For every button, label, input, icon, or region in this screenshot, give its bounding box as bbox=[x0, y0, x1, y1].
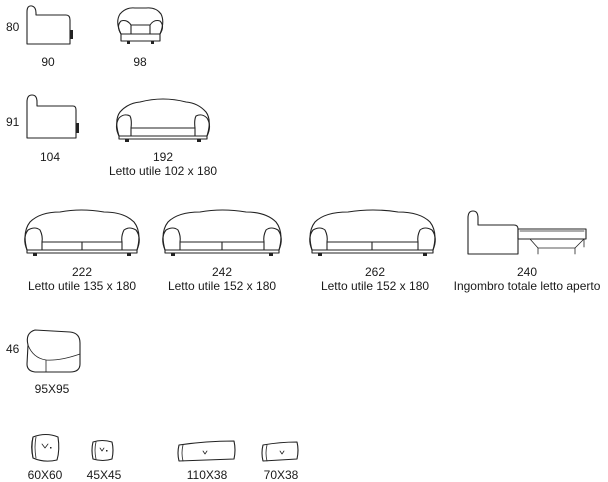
sofa-222-note: Letto utile 135 x 180 bbox=[27, 279, 137, 293]
sofa-242-front-view bbox=[162, 209, 282, 256]
sofa-side-view bbox=[26, 94, 79, 139]
sofa-192-front-view bbox=[115, 98, 211, 142]
cushion-70x38-label: 70X38 bbox=[263, 468, 299, 482]
armchair-front-view bbox=[117, 7, 164, 44]
sofa-222-front-view bbox=[24, 209, 140, 256]
armchair-side-width: 90 bbox=[41, 55, 55, 69]
sofa-192-width: 192 bbox=[152, 150, 174, 164]
ottoman-95x95 bbox=[26, 329, 81, 373]
sofa-262-note: Letto utile 152 x 180 bbox=[320, 279, 430, 293]
ottoman-height-label: 46 bbox=[6, 342, 20, 356]
sofa-bed-open-side-view bbox=[467, 210, 587, 255]
cushion-110x38-label: 110X38 bbox=[186, 468, 228, 482]
cushion-60x60 bbox=[31, 433, 60, 462]
row1-height-label: 80 bbox=[6, 20, 20, 34]
sofa-222-width: 222 bbox=[71, 265, 93, 279]
sofa-side-width: 104 bbox=[39, 150, 61, 164]
armchair-front-width: 98 bbox=[133, 55, 147, 69]
armchair-side-view bbox=[26, 5, 73, 45]
sofa-262-front-view bbox=[309, 209, 436, 256]
sofa-262-width: 262 bbox=[364, 265, 386, 279]
sofa-242-width: 242 bbox=[211, 265, 233, 279]
row2-height-label: 91 bbox=[6, 115, 20, 129]
cushion-70x38 bbox=[261, 441, 299, 462]
sofa-242-note: Letto utile 152 x 180 bbox=[167, 279, 277, 293]
ottoman-size-label: 95X95 bbox=[34, 382, 70, 396]
sofa-bed-open-note: Ingombro totale letto aperto bbox=[453, 279, 601, 293]
sofa-bed-open-width: 240 bbox=[516, 265, 538, 279]
cushion-110x38 bbox=[177, 440, 236, 462]
cushion-60x60-label: 60X60 bbox=[27, 468, 63, 482]
cushion-45x45 bbox=[91, 439, 114, 462]
sofa-192-note: Letto utile 102 x 180 bbox=[108, 164, 218, 178]
cushion-45x45-label: 45X45 bbox=[86, 468, 122, 482]
